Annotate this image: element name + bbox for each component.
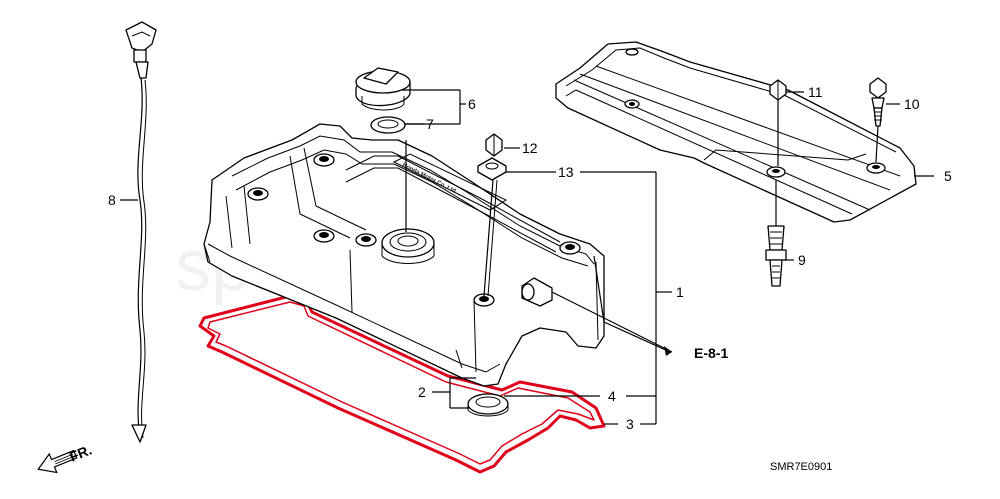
callout-8: 8 bbox=[108, 192, 116, 208]
dipstick bbox=[125, 21, 157, 443]
filler-cap-gasket bbox=[370, 116, 406, 134]
front-indicator-label: FR. bbox=[67, 441, 94, 464]
bolt-12 bbox=[485, 133, 503, 157]
leader-lines bbox=[120, 89, 934, 425]
oil-filler-cap bbox=[355, 67, 411, 111]
callout-12: 12 bbox=[522, 140, 538, 156]
callout-5: 5 bbox=[944, 168, 952, 184]
cylinder-head-cover: Honda Motor Co.,Ltd bbox=[203, 123, 605, 387]
cross-reference-label: E-8-1 bbox=[694, 345, 728, 361]
callout-9: 9 bbox=[798, 252, 806, 268]
callout-7: 7 bbox=[426, 116, 434, 132]
diagram-code: SMR7E0901 bbox=[770, 461, 832, 473]
callout-13: 13 bbox=[558, 164, 574, 180]
callout-2: 2 bbox=[418, 384, 426, 400]
bolt-10 bbox=[869, 77, 887, 163]
head-cover-gasket bbox=[198, 294, 606, 474]
front-arrow-icon bbox=[37, 449, 78, 474]
callout-4: 4 bbox=[608, 388, 616, 404]
callout-6: 6 bbox=[468, 96, 476, 112]
washer-13 bbox=[477, 157, 507, 181]
seal-washer bbox=[467, 393, 509, 417]
engine-cover bbox=[555, 41, 917, 223]
callout-3: 3 bbox=[626, 416, 634, 432]
callout-11: 11 bbox=[808, 84, 823, 100]
callout-1: 1 bbox=[676, 284, 684, 300]
callout-10: 10 bbox=[904, 96, 920, 112]
bolt-11 bbox=[769, 79, 787, 166]
